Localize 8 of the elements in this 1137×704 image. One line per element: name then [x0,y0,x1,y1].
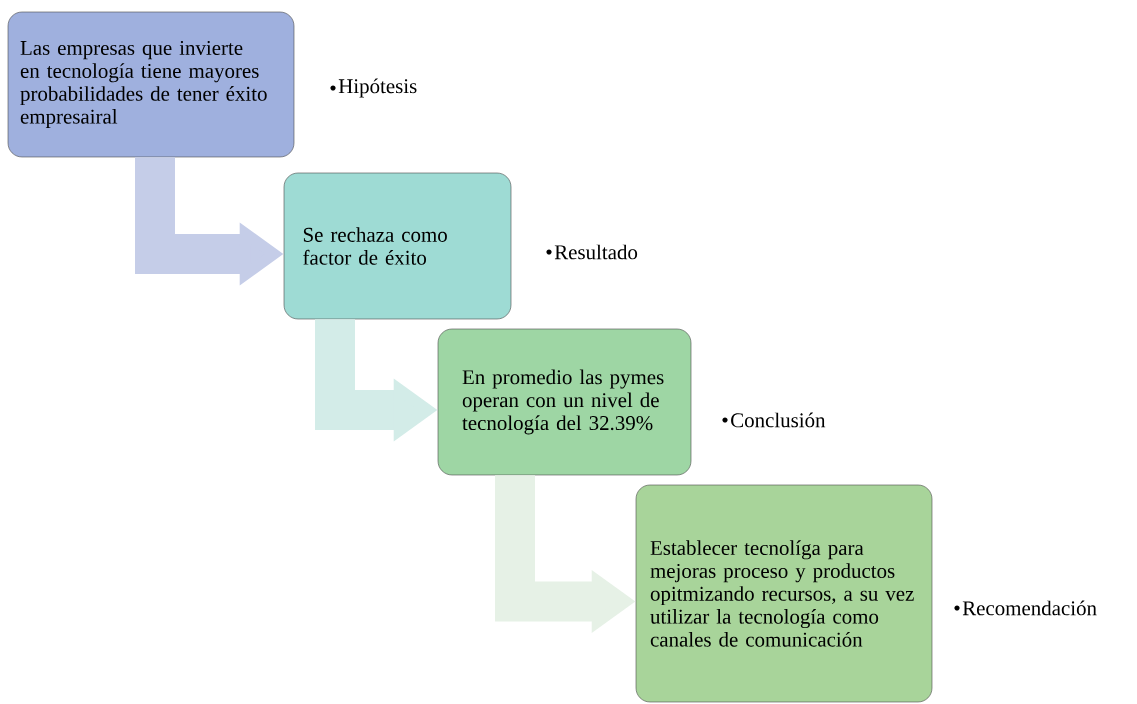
process-box: Establecer tecnolíga para mejoras proceso y productos opitmizando recursos, a su vez utilizar la tecnología como canales de comunicación [635,484,933,703]
step-label: Hipótesis [338,78,417,98]
process-box: Las empresas que invierte en tecnología tiene mayores probabilidades de tener éxito empresairal [7,11,295,158]
step-label: Conclusión [731,412,826,428]
step-label: Recomendación [962,600,1097,616]
process-box: Se rechaza como factor de éxito [283,172,512,320]
step-label: Resultado [554,244,638,260]
process-box: En promedio las pymes operan con un nivel de tecnología del 32.39% [437,328,692,476]
